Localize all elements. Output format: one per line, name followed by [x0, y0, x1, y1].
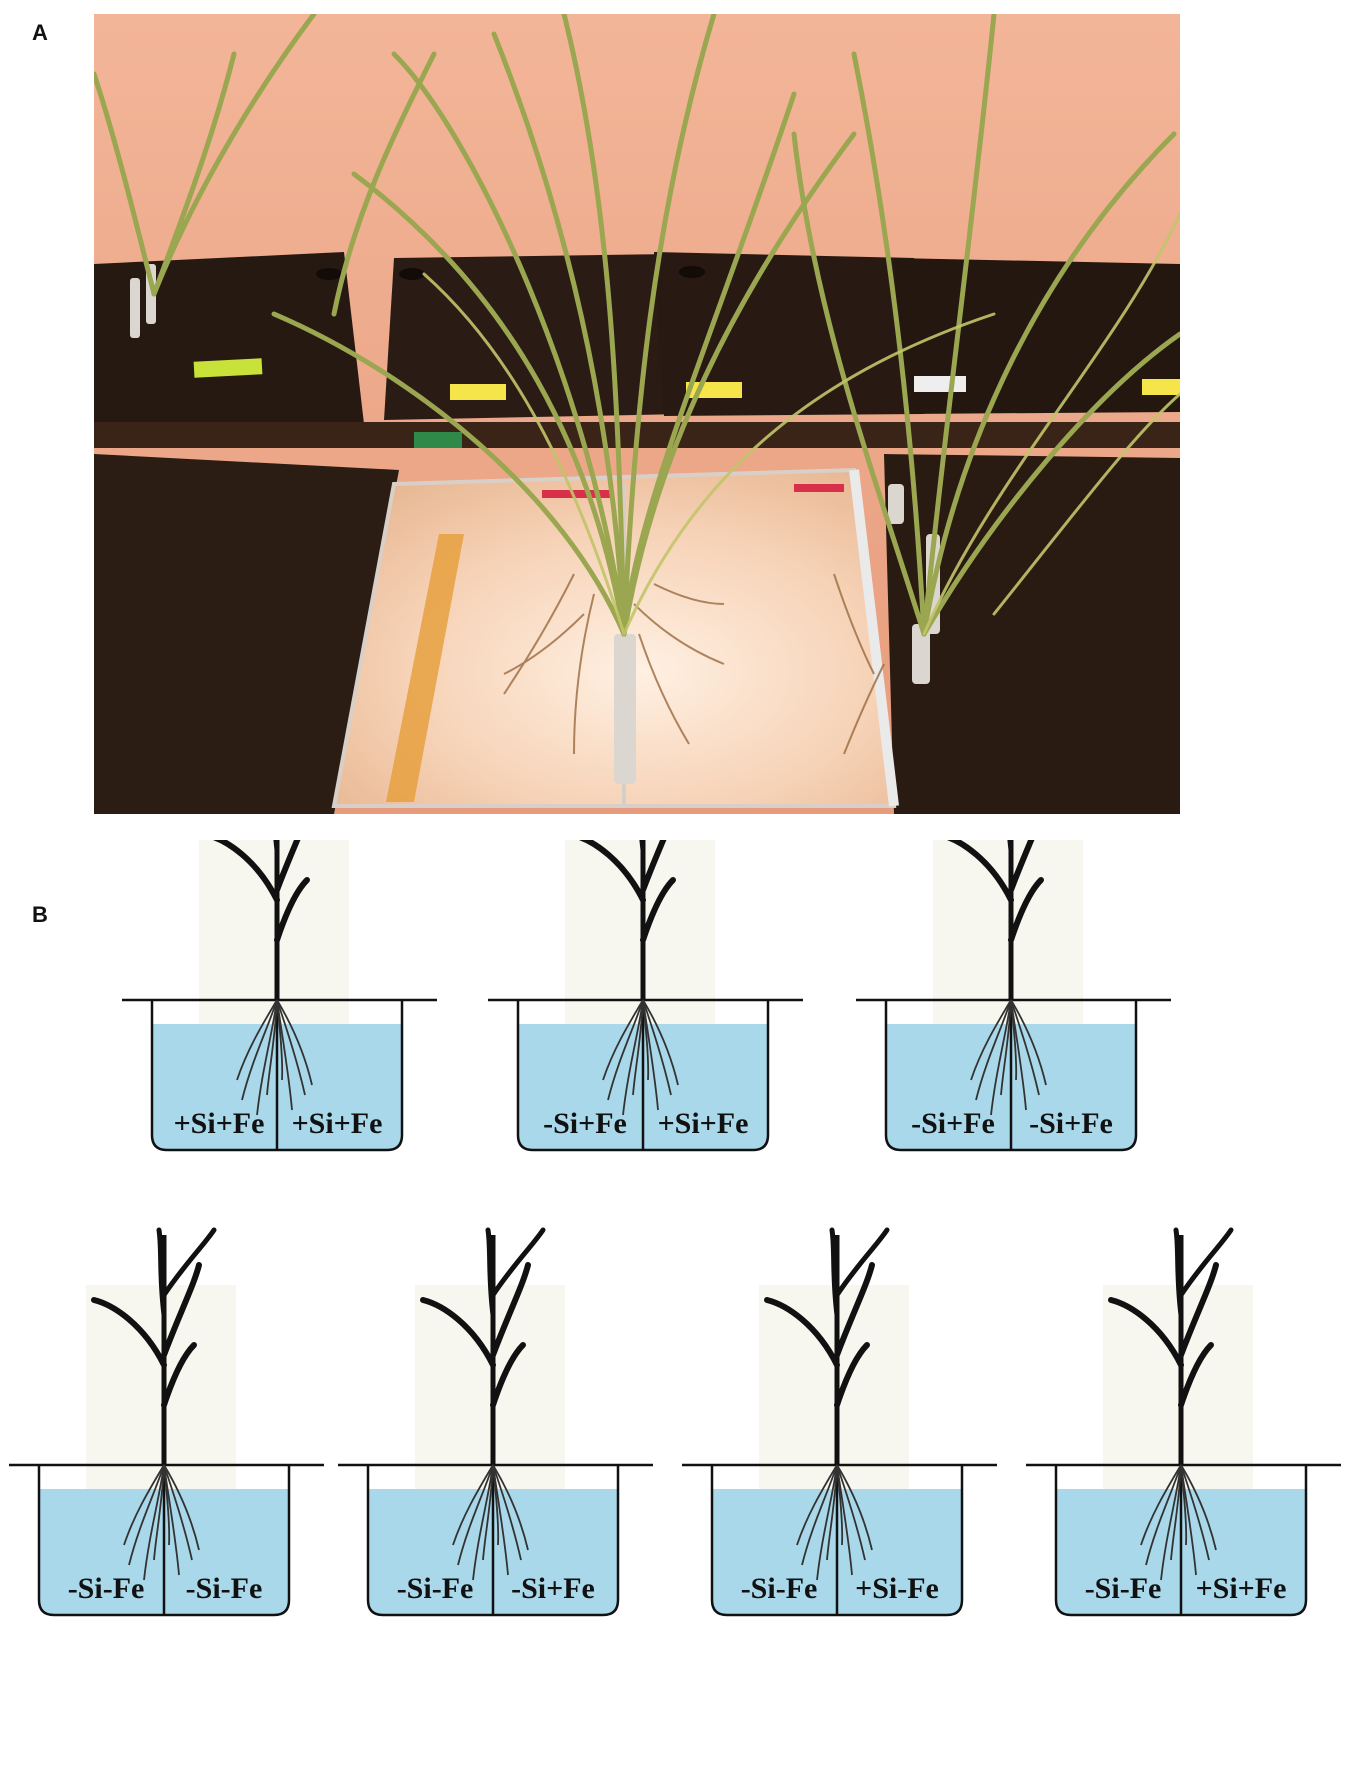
sticky-note-2 [450, 384, 506, 400]
right-compartment-label: -Si+Fe [1029, 1107, 1113, 1140]
left-compartment-label: -Si-Fe [741, 1572, 818, 1605]
setup-7: -Si-Fe +Si+Fe [1026, 1230, 1341, 1617]
sticky-note-5 [1142, 379, 1180, 395]
greenhouse-photo [94, 14, 1180, 814]
right-compartment-label: -Si+Fe [511, 1572, 595, 1605]
front-right-board [884, 454, 1180, 814]
setup-6: -Si-Fe +Si-Fe [682, 1230, 997, 1617]
right-compartment-label: +Si+Fe [658, 1107, 749, 1140]
right-compartment-label: +Si-Fe [855, 1572, 939, 1605]
roots [503, 573, 885, 755]
left-compartment-label: -Si-Fe [68, 1572, 145, 1605]
setup-5: -Si-Fe -Si+Fe [338, 1230, 653, 1617]
left-compartment-label: +Si+Fe [174, 1107, 265, 1140]
red-label-1 [542, 490, 612, 498]
setup-3: -Si+Fe -Si+Fe [856, 840, 1171, 1152]
left-compartment-label: -Si-Fe [1085, 1572, 1162, 1605]
setup-4: -Si-Fe -Si-Fe [9, 1230, 324, 1617]
green-tag [414, 432, 462, 448]
right-compartment-label: +Si+Fe [292, 1107, 383, 1140]
left-compartment-label: -Si+Fe [543, 1107, 627, 1140]
rice-leaves-light [422, 212, 1180, 636]
front-left-board [94, 454, 399, 814]
setup-2: -Si+Fe +Si+Fe [488, 840, 803, 1152]
sticky-note-1 [193, 358, 263, 378]
right-compartment-label: +Si+Fe [1196, 1572, 1287, 1605]
left-compartment-label: -Si-Fe [397, 1572, 474, 1605]
rice-leaves [94, 14, 1180, 637]
left-compartment-label: -Si+Fe [911, 1107, 995, 1140]
setup-1: +Si+Fe +Si+Fe [122, 840, 437, 1152]
right-compartment-label: -Si-Fe [186, 1572, 263, 1605]
split-root-schematic: +Si+Fe+Si+Fe-Si+Fe+Si+Fe-Si+Fe-Si+Fe-Si-… [9, 840, 1341, 1617]
sticky-note-4 [914, 376, 966, 392]
orange-stripe [386, 534, 464, 802]
panel-b-letter: B [32, 902, 48, 927]
panel-a-letter: A [32, 20, 48, 45]
red-label-2 [794, 484, 844, 492]
